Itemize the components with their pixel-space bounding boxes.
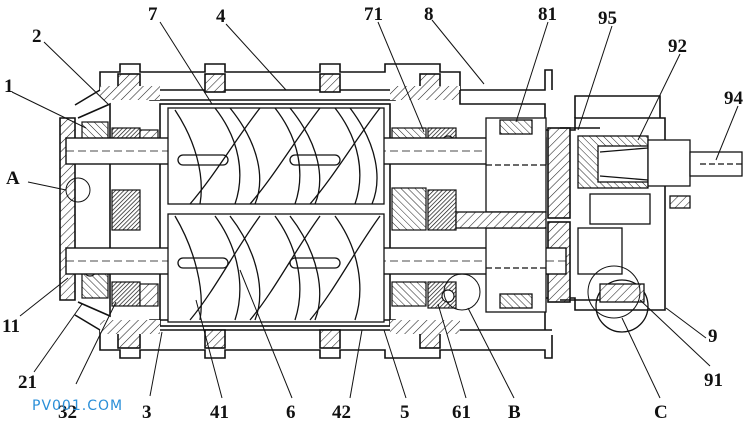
timing-gears [455, 117, 547, 313]
watermark: PV001.COM [32, 398, 123, 414]
drive-coupling [577, 135, 743, 333]
label-42: 42 [332, 402, 351, 423]
label-3: 3 [142, 402, 152, 423]
label-9: 9 [708, 326, 718, 347]
screw-rotors [167, 107, 385, 323]
label-B: B [508, 402, 521, 423]
label-41: 41 [210, 402, 229, 423]
label-92: 92 [668, 36, 687, 57]
leader-lines [11, 19, 739, 399]
label-C: C [654, 402, 668, 423]
label-91: 91 [704, 370, 723, 391]
label-5: 5 [400, 402, 410, 423]
part-labels: 1 2 7 4 71 8 81 95 92 94 A 11 21 32 3 41… [2, 4, 744, 423]
label-94: 94 [724, 88, 744, 109]
label-21: 21 [18, 372, 37, 393]
label-11: 11 [2, 316, 20, 337]
label-71: 71 [364, 4, 383, 25]
label-95: 95 [598, 8, 617, 29]
label-81: 81 [538, 4, 557, 25]
label-A: A [6, 168, 20, 189]
label-1: 1 [4, 76, 14, 97]
label-32: 32 [58, 402, 77, 423]
label-7: 7 [148, 4, 158, 25]
label-61: 61 [452, 402, 471, 423]
label-4: 4 [216, 6, 226, 27]
label-2: 2 [32, 26, 42, 47]
label-6: 6 [286, 402, 296, 423]
label-8: 8 [424, 4, 434, 25]
